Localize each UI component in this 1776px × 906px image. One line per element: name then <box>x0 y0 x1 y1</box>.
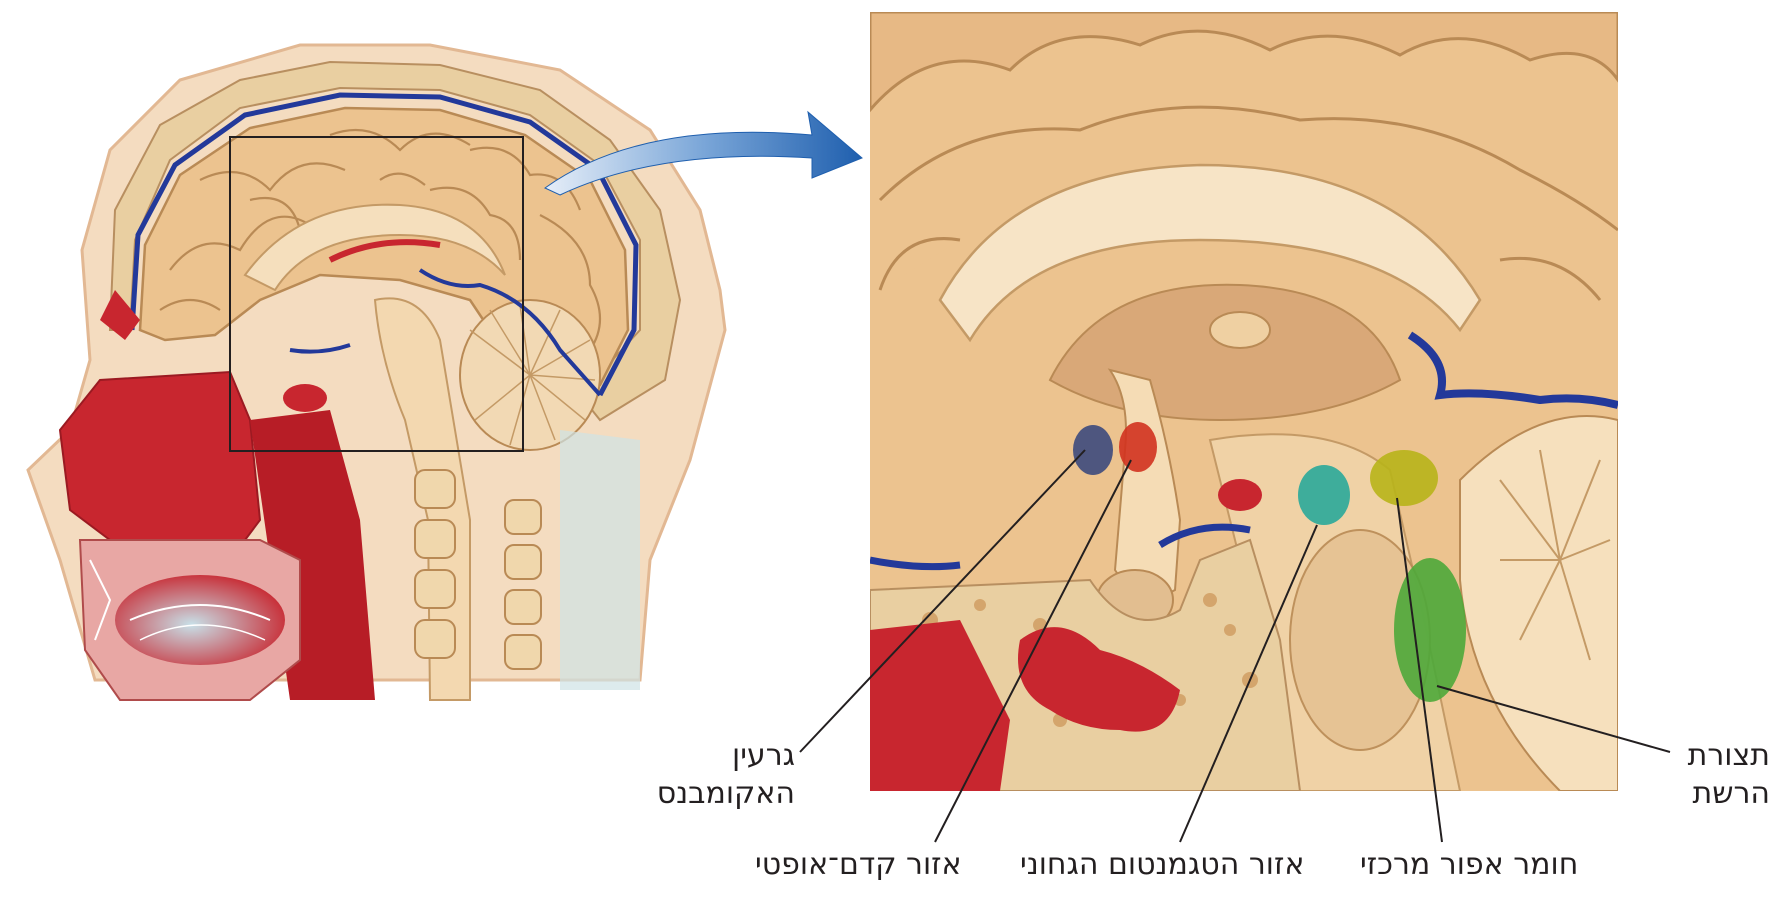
leader-vta <box>1179 524 1318 843</box>
cervical-vertebrae <box>414 469 542 670</box>
inset-nasal-red <box>870 620 1010 791</box>
frontal-sinus <box>100 290 140 340</box>
label-nucleus-accumbens: גרעין האקומבנס <box>656 738 795 811</box>
nasal-cavity <box>58 370 262 562</box>
choroid-plexus <box>328 239 441 263</box>
inset-red-spot <box>1218 479 1262 511</box>
label-periaqueductal-gray: חומר אפור מרכזי <box>1360 847 1579 882</box>
sinus-small <box>289 343 351 354</box>
inset-corpus-callosum <box>938 163 1482 343</box>
neck-tissue <box>560 430 640 690</box>
corpus-callosum <box>243 203 506 292</box>
preoptic-area-marker <box>1119 422 1157 472</box>
oral-cavity <box>78 539 301 701</box>
leader-periaqueductal-gray <box>1396 497 1443 843</box>
inset-vein-lower <box>870 523 1251 571</box>
label-reticular-formation: תצורת הרשת <box>1687 738 1770 811</box>
leader-preoptic-area <box>934 459 1132 843</box>
label-ventral-tegmental-area: אזור הטגמנטום הגחוני <box>1020 847 1305 882</box>
dura-sinus <box>129 92 639 397</box>
zoom-region-box <box>229 136 524 452</box>
leader-reticular-formation <box>1436 685 1671 753</box>
inset-sphenoid-sinus <box>1018 627 1180 732</box>
inset-cerebellum <box>1459 415 1618 791</box>
inset-massa-intermedia <box>1209 311 1271 349</box>
inset-vein <box>1407 331 1618 409</box>
leader-nucleus-accumbens <box>799 449 1086 753</box>
label-preoptic-area: אזור קדם־אופטי <box>755 847 962 882</box>
reticular-formation-marker <box>1394 558 1466 702</box>
sphenoid-sinus <box>283 384 327 412</box>
head-sagittal-section <box>26 43 727 701</box>
vta-marker <box>1298 465 1350 525</box>
great-cerebral-vein <box>418 268 602 397</box>
periaqueductal-gray-marker <box>1370 450 1438 506</box>
nucleus-accumbens-marker <box>1073 425 1113 475</box>
leader-lines <box>799 449 1671 843</box>
zoomed-inset <box>870 12 1618 791</box>
zoom-arrow <box>544 110 863 196</box>
cerebellum <box>459 299 601 451</box>
